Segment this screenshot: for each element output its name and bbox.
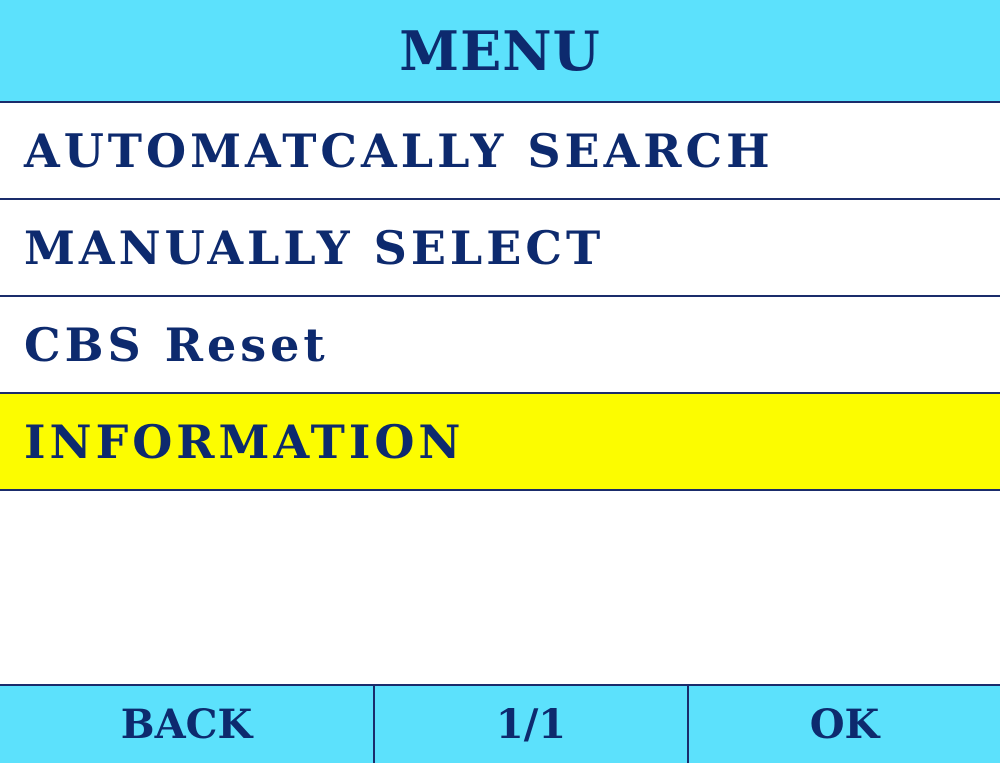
footer-bar: BACK 1/1 OK — [0, 684, 1000, 763]
menu-item-cbs-reset[interactable]: CBS Reset — [0, 297, 1000, 394]
back-button-label: BACK — [120, 701, 253, 748]
ok-button-label: OK — [809, 701, 880, 748]
menu-item-label: AUTOMATCALLY SEARCH — [24, 123, 774, 178]
menu-item-information[interactable]: INFORMATION — [0, 394, 1000, 491]
menu-item-label: CBS Reset — [24, 317, 329, 372]
menu-header: MENU — [0, 0, 1000, 103]
menu-item-label: MANUALLY SELECT — [24, 220, 605, 275]
back-button[interactable]: BACK — [0, 686, 375, 763]
page-indicator: 1/1 — [375, 686, 689, 763]
page-title: MENU — [399, 18, 601, 83]
menu-list: AUTOMATCALLY SEARCH MANUALLY SELECT CBS … — [0, 103, 1000, 491]
menu-item-manually-select[interactable]: MANUALLY SELECT — [0, 200, 1000, 297]
page-indicator-label: 1/1 — [495, 701, 567, 748]
ok-button[interactable]: OK — [689, 686, 1000, 763]
menu-item-automatically-search[interactable]: AUTOMATCALLY SEARCH — [0, 103, 1000, 200]
menu-item-label: INFORMATION — [24, 414, 465, 469]
